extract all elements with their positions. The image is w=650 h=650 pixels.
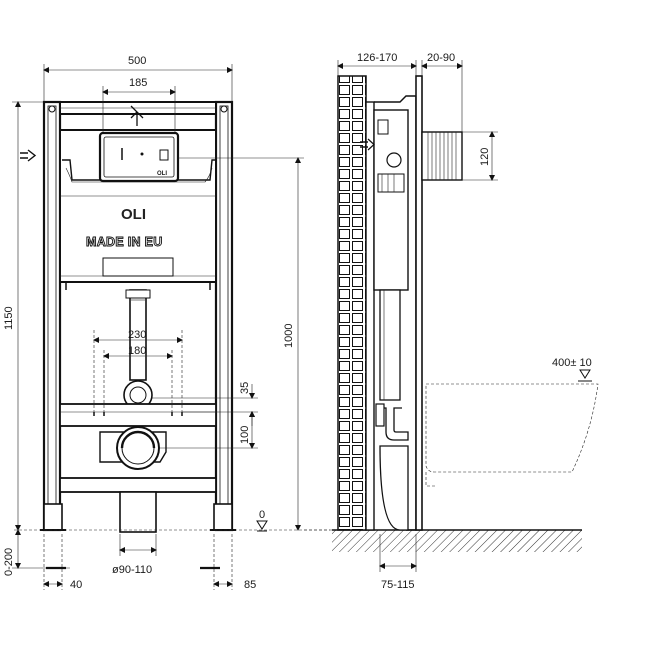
dim-pipe-diameter: ø90-110 xyxy=(112,564,152,576)
dim-width-total: 500 xyxy=(128,55,146,67)
outlet-pipe xyxy=(119,491,157,533)
side-flush-plate xyxy=(421,131,463,181)
flush-plate: OLI xyxy=(98,131,180,183)
dim-foot-left: 40 xyxy=(70,579,82,591)
dim-spacing-outer: 230 xyxy=(128,329,146,341)
brick-wall xyxy=(337,75,367,531)
dim-floor-range: 0-200 xyxy=(3,548,15,576)
dim-depth-front: 20-90 xyxy=(427,52,455,64)
dim-offset-small: 35 xyxy=(239,382,251,394)
drain-bend xyxy=(99,426,167,470)
dim-drain-offset: 75-115 xyxy=(381,579,414,591)
dim-foot-right: 85 xyxy=(244,579,256,591)
dim-height-pipe: 1000 xyxy=(283,324,295,348)
dim-height-total: 1150 xyxy=(3,306,15,330)
floor-slab xyxy=(332,530,582,552)
brand-logo: OLI xyxy=(121,206,146,223)
plate-brand-text: OLI xyxy=(157,171,167,177)
side-flush-pipe xyxy=(375,289,409,531)
dim-offset-drain: 100 xyxy=(239,426,251,444)
front-view: OLI OLI MADE IN EU xyxy=(3,55,330,591)
side-view: 126-170 20-90 120 400± 10 75-115 xyxy=(304,52,599,591)
dim-width-button: 185 xyxy=(129,77,147,89)
dim-depth-wall: 126-170 xyxy=(357,52,397,64)
bottom-rail xyxy=(59,477,217,493)
made-in-eu-text: MADE IN EU xyxy=(86,235,163,249)
dim-inlet-height: 120 xyxy=(479,148,491,166)
dim-floor-zero: 0 xyxy=(259,509,265,521)
water-inlet-arrow xyxy=(20,105,144,162)
mounting-rail xyxy=(59,403,217,427)
side-frame xyxy=(360,75,423,531)
dim-spacing-inner: 180 xyxy=(128,345,146,357)
frame-uprights xyxy=(42,100,234,532)
dim-bowl-height: 400± 10 xyxy=(552,357,592,369)
toilet-bowl-outline xyxy=(425,383,599,487)
